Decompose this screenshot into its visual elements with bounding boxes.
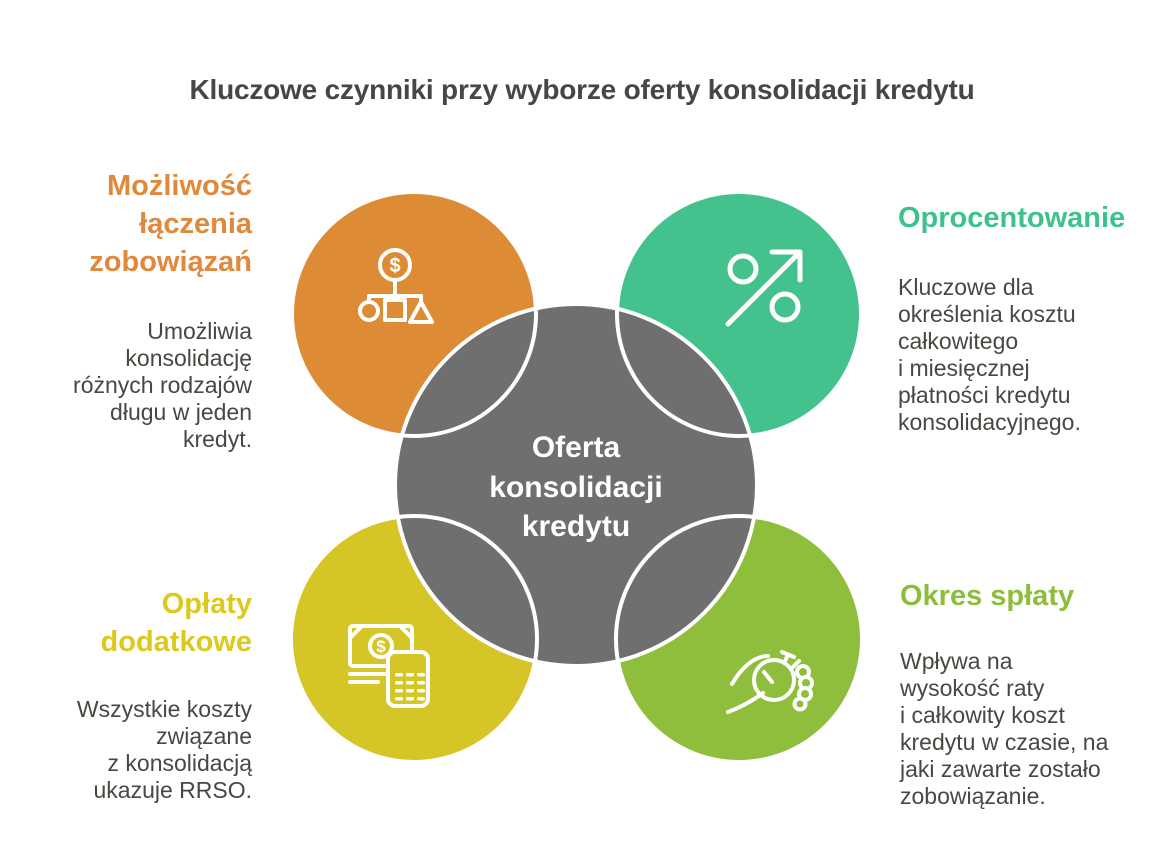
stopwatch-hand-icon [726, 650, 814, 714]
factor-block-okres-splaty: Okres spłaty Wpływa na wysokość raty i c… [900, 560, 1164, 827]
circle-top-left-outline [290, 190, 538, 438]
factor-heading: Opłaty dodatkowe [100, 588, 252, 658]
factor-block-mozliwosc-laczenia: Możliwość łączenia zobowiązań Umożliwia … [28, 150, 252, 470]
banknote-calculator-icon: $ [348, 624, 430, 708]
factor-block-oprocentowanie: Oprocentowanie Kluczowe dla określenia k… [898, 182, 1160, 453]
factor-heading: Możliwość łączenia zobowiązań [89, 170, 252, 278]
factor-heading: Okres spłaty [900, 580, 1075, 612]
page-title: Kluczowe czynniki przy wyborze oferty ko… [189, 74, 975, 105]
factor-heading: Oprocentowanie [898, 202, 1126, 234]
circle-top-right-outline [615, 190, 863, 438]
factor-body: Wszystkie koszty związane z konsolidacją… [76, 695, 252, 803]
hierarchy-dollar-icon: $ [358, 248, 434, 324]
center-label: Oferta konsolidacji kredytu [489, 431, 663, 544]
factor-block-oplaty-dodatkowe: Opłaty dodatkowe Wszystkie koszty związa… [28, 568, 252, 822]
percent-growth-icon [725, 249, 803, 327]
svg-text:$: $ [389, 255, 400, 277]
svg-text:$: $ [376, 637, 386, 656]
circle-bottom-left-outline [289, 514, 539, 764]
factor-body: Kluczowe dla określenia kosztu całkowite… [898, 273, 1081, 435]
factor-body: Umożliwia konsolidację różnych rodzajów … [73, 317, 252, 452]
circle-bottom-right-outline [614, 514, 864, 764]
factor-body: Wpływa na wysokość raty i całkowity kosz… [900, 647, 1109, 809]
center-circle [393, 302, 759, 668]
